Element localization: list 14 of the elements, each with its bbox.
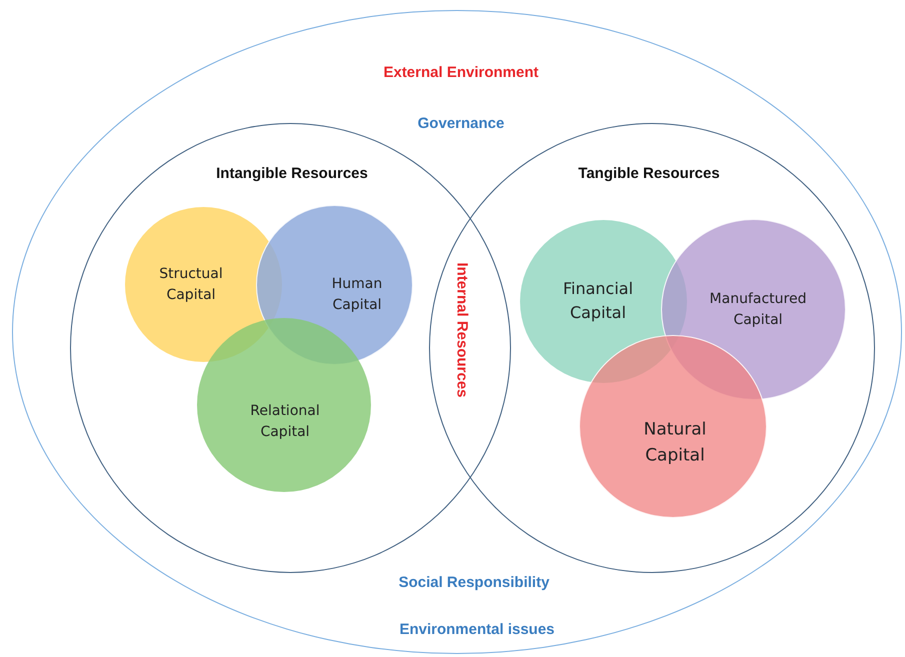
region-title: External Environment: [382, 62, 540, 83]
region-label: Relational Capital: [249, 402, 321, 442]
overlap-label: Internal Resources: [454, 262, 470, 398]
region-label: Natural Capital: [642, 418, 708, 467]
region-title: Intangible Resources: [215, 164, 369, 184]
ellipse-region: [12, 10, 902, 654]
region-title: Governance: [416, 114, 506, 134]
region-title: Social Responsibility: [398, 572, 550, 593]
region-title: Tangible Resources: [577, 164, 721, 184]
region-label: Manufactured Capital: [708, 290, 808, 330]
region-title: Environmental issues: [398, 620, 556, 640]
region-label: Structual Capital: [158, 265, 224, 305]
region-label: Human Capital: [330, 275, 384, 315]
region-label: Financial Capital: [562, 278, 634, 324]
